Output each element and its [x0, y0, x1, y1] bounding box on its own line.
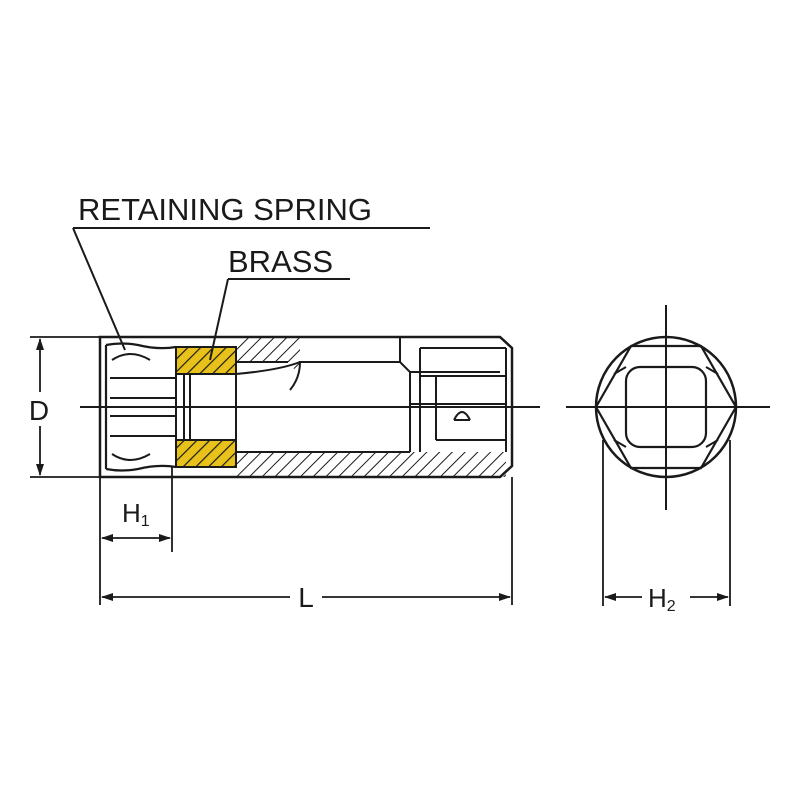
- side-section-view: [80, 335, 540, 479]
- brass-insert-top: [175, 346, 237, 375]
- dim-l-label: L: [298, 582, 314, 613]
- bottom-wall-hatch: [236, 452, 506, 477]
- top-wall-hatch-curve: [288, 337, 300, 369]
- retaining-spring-label: RETAINING SPRING: [78, 192, 372, 227]
- retaining-spring-leader: [72, 227, 126, 351]
- brass-insert-bottom: [175, 439, 237, 468]
- dim-h1-label: H1: [122, 498, 150, 530]
- brass-label: BRASS: [228, 244, 333, 279]
- square-drive-end: [419, 347, 507, 452]
- callouts: RETAINING SPRING BRASS: [72, 192, 430, 361]
- dim-h2-label: H2: [648, 583, 676, 615]
- dim-d-label: D: [29, 395, 49, 426]
- ball-detent: [453, 411, 471, 421]
- top-wall-hatch: [236, 337, 288, 362]
- dimensions: D H1 L H2: [22, 336, 731, 615]
- end-view: [566, 305, 770, 510]
- brass-leader: [209, 278, 229, 361]
